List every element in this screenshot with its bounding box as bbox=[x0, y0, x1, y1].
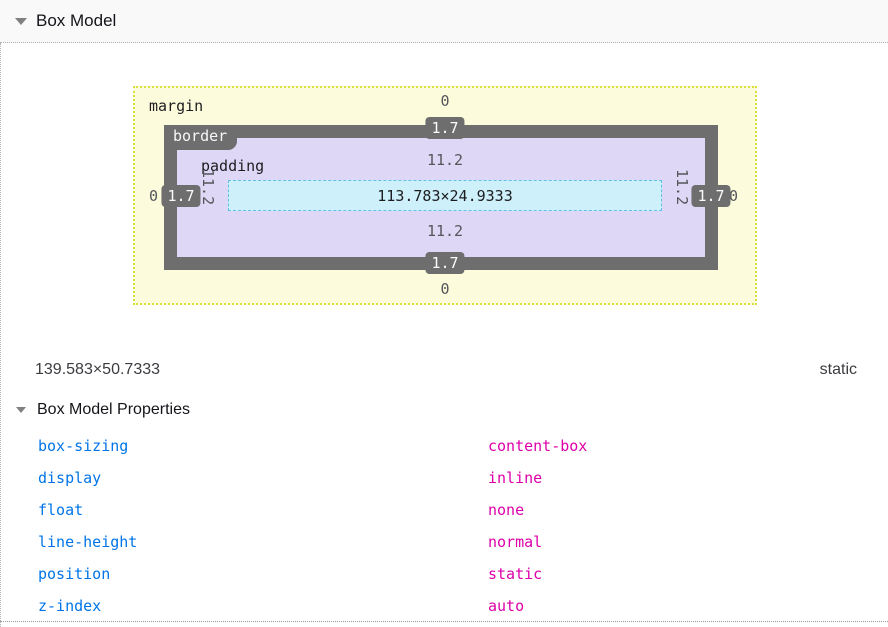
property-value: none bbox=[488, 501, 525, 519]
collapse-arrow-icon[interactable] bbox=[16, 407, 26, 413]
padding-top-value[interactable]: 11.2 bbox=[426, 151, 464, 169]
padding-left-value[interactable]: 11.2 bbox=[199, 169, 217, 206]
margin-top-value[interactable]: 0 bbox=[440, 92, 450, 110]
border-bottom-value[interactable]: 1.7 bbox=[425, 252, 465, 274]
margin-bottom-value[interactable]: 0 bbox=[440, 280, 450, 298]
element-size-value: 139.583×50.7333 bbox=[35, 361, 161, 378]
property-name: display bbox=[38, 469, 102, 487]
border-label: border bbox=[164, 125, 238, 150]
padding-right-value[interactable]: 11.2 bbox=[673, 169, 691, 206]
property-value: auto bbox=[488, 597, 525, 615]
border-top-value[interactable]: 1.7 bbox=[425, 117, 465, 139]
property-row[interactable]: z-index auto bbox=[0, 590, 888, 622]
element-position-value: static bbox=[819, 361, 857, 378]
margin-right-value[interactable]: 0 bbox=[729, 187, 739, 205]
property-row[interactable]: display inline bbox=[0, 462, 888, 494]
border-right-value[interactable]: 1.7 bbox=[691, 185, 731, 207]
collapse-arrow-icon[interactable] bbox=[15, 17, 27, 25]
border-left-value[interactable]: 1.7 bbox=[161, 185, 201, 207]
content-size-value[interactable]: 113.783×24.9333 bbox=[377, 186, 513, 205]
property-name: z-index bbox=[38, 597, 102, 615]
margin-left-value[interactable]: 0 bbox=[148, 187, 158, 205]
property-value: normal bbox=[488, 533, 543, 551]
panel-bottom-divider bbox=[0, 621, 888, 622]
properties-section-title: Box Model Properties bbox=[37, 401, 190, 418]
property-value: static bbox=[488, 565, 543, 583]
property-value: inline bbox=[488, 469, 543, 487]
property-value: content-box bbox=[488, 437, 588, 455]
property-name: position bbox=[38, 565, 111, 583]
properties-list: box-sizing content-box display inline fl… bbox=[0, 430, 888, 622]
property-row[interactable]: box-sizing content-box bbox=[0, 430, 888, 462]
padding-bottom-value[interactable]: 11.2 bbox=[426, 222, 464, 240]
margin-label: margin bbox=[149, 97, 204, 115]
section-title: Box Model bbox=[36, 11, 117, 30]
content-layer[interactable]: 113.783×24.9333 bbox=[228, 180, 662, 211]
property-name: line-height bbox=[38, 533, 138, 551]
property-name: float bbox=[38, 501, 84, 519]
box-model-section-header[interactable]: Box Model bbox=[0, 0, 888, 43]
property-row[interactable]: line-height normal bbox=[0, 526, 888, 558]
property-row[interactable]: position static bbox=[0, 558, 888, 590]
padding-label: padding bbox=[201, 157, 265, 175]
box-model-properties-header[interactable]: Box Model Properties bbox=[0, 396, 888, 424]
panel-left-divider bbox=[0, 43, 1, 627]
property-row[interactable]: float none bbox=[0, 494, 888, 526]
property-name: box-sizing bbox=[38, 437, 129, 455]
